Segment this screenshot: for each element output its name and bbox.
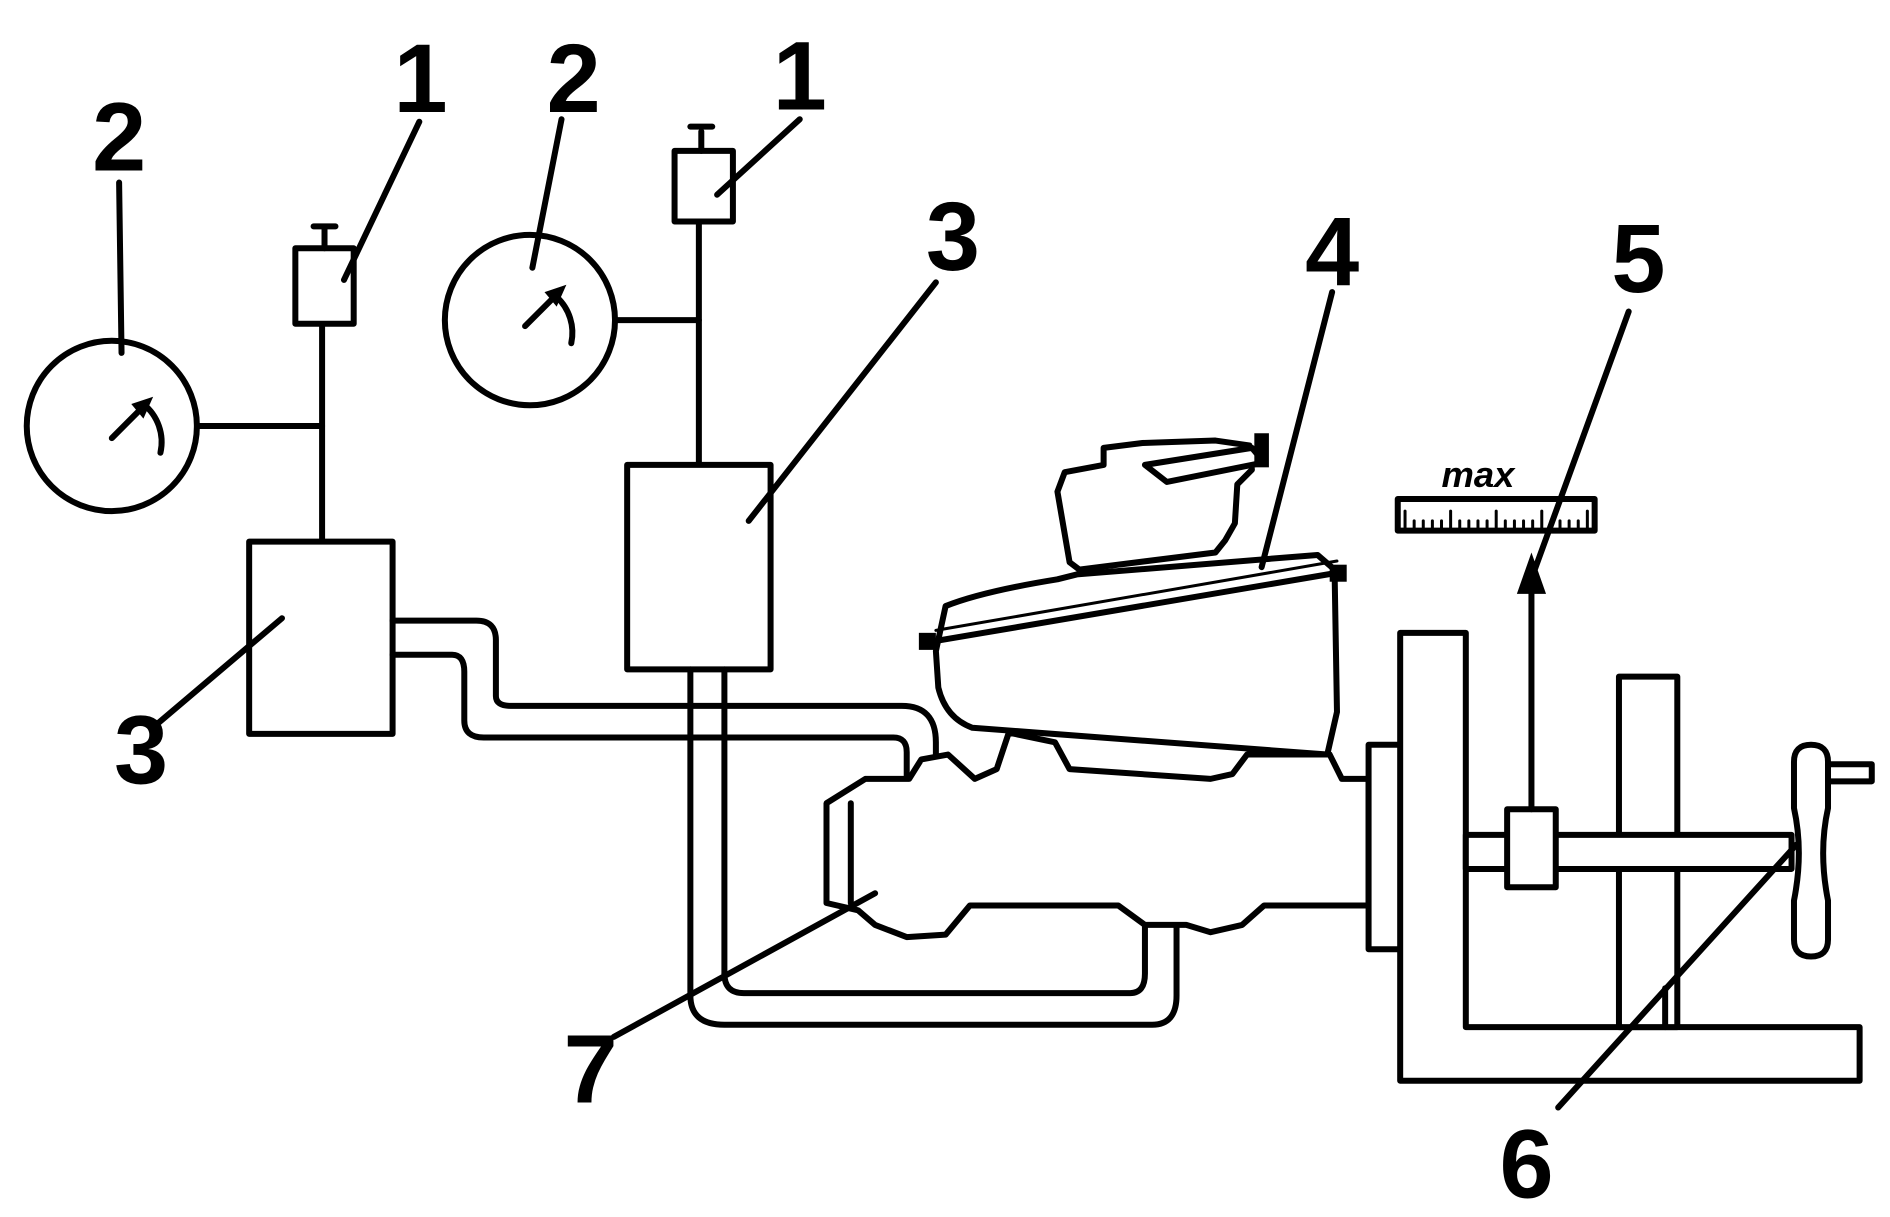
callout-1-center: 1 xyxy=(773,21,827,130)
pressure-unit-center xyxy=(627,465,770,669)
callout-2-center: 2 xyxy=(547,24,601,133)
callout-6: 6 xyxy=(1500,1109,1554,1217)
leader-lines xyxy=(119,119,1796,1107)
master-cylinder xyxy=(826,733,1402,950)
pressure-unit-left xyxy=(249,542,392,734)
left-gauge-group xyxy=(27,226,393,733)
pressure-gauge-left xyxy=(27,341,197,511)
callout-3-center: 3 xyxy=(926,182,980,291)
callouts: 2 1 2 1 3 4 5 3 7 6 xyxy=(92,21,1665,1217)
callout-2-left: 2 xyxy=(92,82,146,191)
callout-4: 4 xyxy=(1305,197,1359,306)
scale-max-label: max xyxy=(1441,454,1516,495)
handwheel-handle xyxy=(1828,764,1872,781)
bleed-valve-left xyxy=(295,248,353,323)
callout-5: 5 xyxy=(1611,204,1665,313)
test-rig xyxy=(1400,552,1872,1081)
force-sensor xyxy=(1507,809,1556,887)
fluid-reservoir xyxy=(918,433,1347,754)
handwheel xyxy=(1794,745,1828,957)
travel-scale: max xyxy=(1398,454,1595,531)
callout-1-left: 1 xyxy=(394,24,448,133)
callout-3-left: 3 xyxy=(114,696,168,805)
scale-ticks xyxy=(1405,511,1587,530)
hydraulic-pipes xyxy=(393,621,1177,1025)
center-gauge-group xyxy=(445,127,771,670)
gauge-needle-center xyxy=(557,297,573,343)
callout-7: 7 xyxy=(564,1015,618,1124)
